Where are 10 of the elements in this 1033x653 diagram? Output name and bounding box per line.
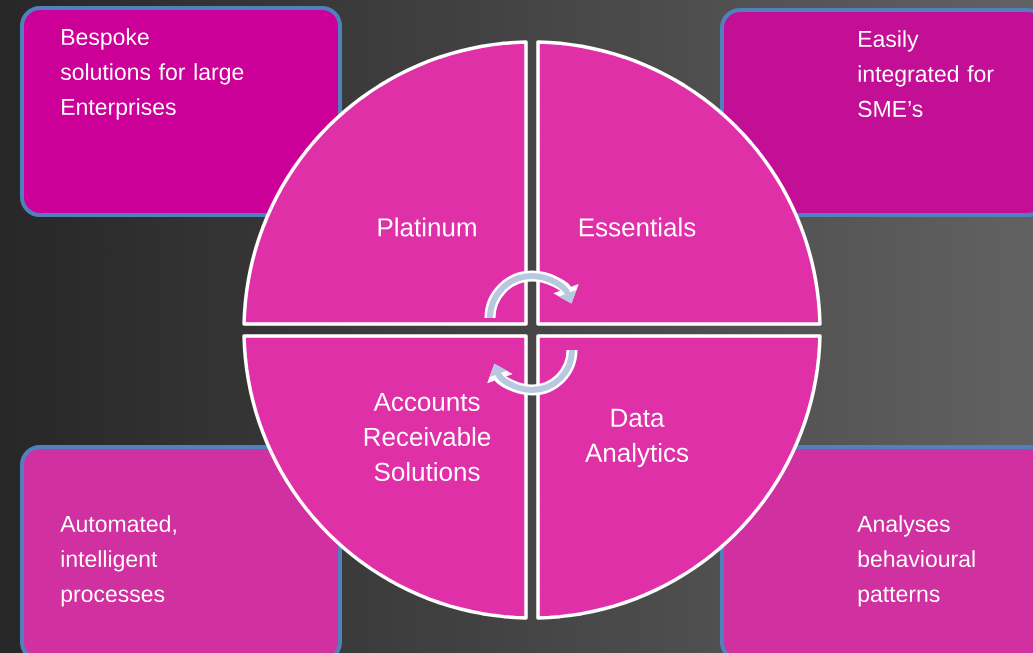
quadrant: Data Analytics — [536, 334, 822, 620]
curved-arrow — [484, 270, 579, 319]
text-box: Easily integrated for SME’s — [720, 8, 1033, 217]
quadrant: Platinum — [242, 40, 528, 326]
curved-arrow — [487, 349, 578, 396]
text-box: Analyses behavioural patterns — [720, 445, 1033, 653]
quadrant: Essentials — [536, 40, 822, 326]
text-box: Bespoke solutions for large Enterprises — [20, 6, 342, 217]
text-box: Automated, intelligent processes — [20, 445, 342, 653]
quadrant: Accounts Receivable Solutions — [242, 334, 528, 620]
